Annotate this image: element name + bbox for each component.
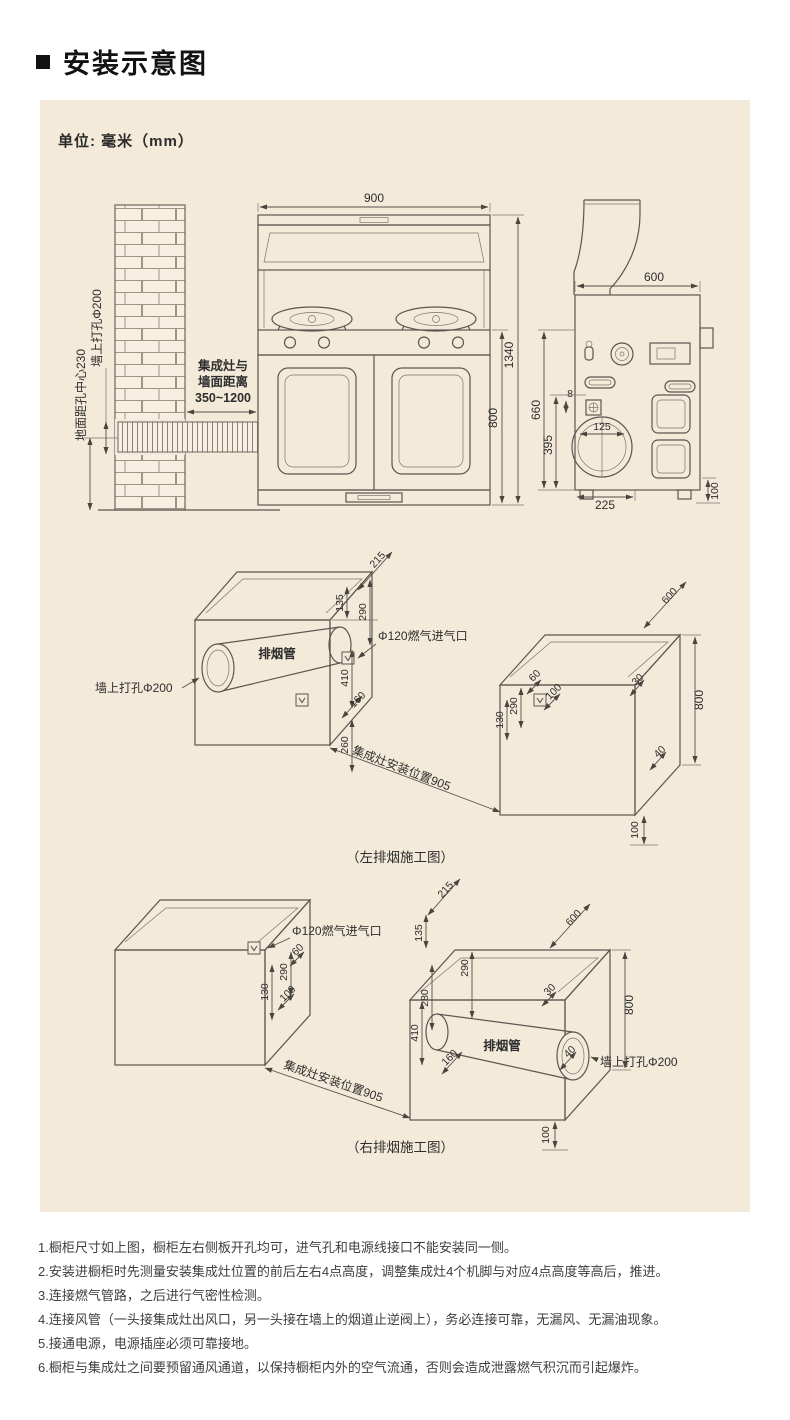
side-view-dimensions: 600 8 660 395 225 100	[529, 270, 721, 512]
dim-side-100: 100	[709, 482, 721, 500]
dim-p100: 100	[277, 983, 298, 1004]
note-line-2: 2.安装进橱柜时先测量安装集成灶位置的前后左右4点高度，调整集成灶4个机脚与对应…	[38, 1264, 669, 1279]
stove-position-box	[498, 633, 682, 817]
note-line-3: 3.连接燃气管路，之后进行气密性检测。	[38, 1288, 270, 1303]
dim-fan-diameter: 125	[593, 421, 611, 433]
note-line-1: 1.橱柜尺寸如上图，橱柜左右侧板开孔均可，进气孔和电源线接口不能安装同一侧。	[38, 1240, 517, 1255]
dim-l410: 410	[339, 669, 351, 687]
dim-q600: 600	[563, 907, 584, 928]
dim-p290: 290	[278, 963, 290, 981]
pipe-label: 排烟管	[258, 646, 296, 661]
dim-r800: 800	[692, 690, 706, 710]
dim-r60: 60	[527, 667, 544, 684]
wall-dimensions: 地面距孔中心230 墙上打孔Φ200	[73, 289, 118, 511]
left-diagram-caption: （左排烟施工图）	[346, 850, 454, 865]
dim-front-width: 900	[364, 191, 384, 205]
plain-box-dimensions: 60 290 130 100	[259, 941, 307, 1021]
dim-floor-to-hole: 地面距孔中心230	[73, 349, 88, 441]
side-view: 125	[571, 199, 714, 500]
wall-exhaust-duct	[117, 421, 259, 453]
wall-hole-label: 墙上打孔Φ200	[600, 1055, 678, 1069]
note-line-6: 6.橱柜与集成灶之间要预留通风通道，以保持橱柜内外的空气流通，否则会造成泄露燃气…	[38, 1360, 647, 1375]
right-exhaust-diagram: Φ120燃气进气口 60 290 130 100 集成灶安装位置905	[113, 878, 678, 1155]
stove-position-label: 集成灶安装位置905	[282, 1057, 386, 1105]
dim-l290: 290	[357, 603, 369, 621]
dim-p130: 130	[259, 983, 271, 1001]
page-title: 安装示意图	[63, 49, 208, 79]
wall-hole-label: 墙上打孔Φ200	[95, 681, 173, 695]
page-header: 安装示意图	[36, 42, 208, 81]
unit-label: 单位: 毫米（mm）	[58, 133, 194, 150]
dim-front-height-body: 800	[486, 408, 500, 428]
dim-q280: 280	[419, 989, 431, 1007]
dim-r600: 600	[659, 585, 680, 606]
note-line-4: 4.连接风管（一头接集成灶出风口，另一头接在墙上的烟道止逆阀上），务必连接可靠，…	[38, 1312, 667, 1327]
gas-inlet	[585, 399, 602, 416]
burner-right	[395, 306, 477, 332]
dim-side-225: 225	[595, 498, 615, 512]
dim-p60: 60	[290, 941, 307, 958]
dim-r130: 130	[494, 711, 506, 729]
dim-q30: 30	[542, 981, 559, 998]
dim-l135: 135	[334, 594, 346, 612]
stove-position-label: 集成灶安装位置905	[350, 742, 453, 793]
dim-q135: 135	[413, 924, 425, 942]
wall-distance-note: 集成灶与 墙面距离 350~1200	[186, 358, 257, 415]
installation-drawing: 地面距孔中心230 墙上打孔Φ200 集成灶与 墙面距离 350~1200	[73, 191, 721, 1155]
control-knobs	[283, 336, 465, 349]
left-cabinet-dimensions: 215 135 290 Φ120燃气进气口 410 160 260	[332, 549, 468, 773]
inlet-mark-icon	[247, 941, 261, 955]
gas-inlet-label: Φ120燃气进气口	[292, 923, 382, 938]
dim-r100b: 100	[629, 821, 641, 839]
stove-position-dimensions: 60 100 290 130 600 800 30 40 100	[494, 581, 706, 846]
dim-q800: 800	[622, 995, 636, 1015]
dim-r290: 290	[508, 697, 520, 715]
dim-side-395: 395	[541, 435, 555, 455]
left-exhaust-diagram: 排烟管 墙上打孔Φ200 215 135 290 Φ120燃气进气口 410 1…	[95, 549, 706, 865]
brick-wall	[98, 204, 280, 511]
dim-side-660: 660	[529, 400, 543, 420]
dim-l260: 260	[339, 736, 351, 754]
dim-r40: 40	[652, 743, 669, 760]
exhaust-fan: 125	[571, 416, 633, 478]
diagram-panel: 单位: 毫米（mm）	[40, 100, 750, 1212]
note-line-5: 5.接通电源，电源插座必须可靠接地。	[38, 1336, 257, 1351]
cabinet-box-plain	[113, 898, 312, 1067]
dim-wall-hole: 墙上打孔Φ200	[90, 289, 104, 367]
gap-note-line2: 墙面距离	[198, 374, 248, 389]
front-view-dimensions: 900 800 1340	[257, 191, 524, 506]
gas-inlet-label: Φ120燃气进气口	[378, 628, 468, 643]
gap-note-line1: 集成灶与	[197, 358, 248, 373]
exhaust-pipe	[201, 626, 352, 693]
dim-q215: 215	[435, 879, 456, 900]
dim-q100: 100	[540, 1126, 552, 1144]
installation-notes: 1.橱柜尺寸如上图，橱柜左右侧板开孔均可，进气孔和电源线接口不能安装同一侧。 2…	[38, 1236, 762, 1380]
dim-inlet-offset: 8	[567, 388, 573, 400]
dim-side-depth: 600	[644, 270, 664, 284]
burner-left	[271, 306, 353, 332]
right-diagram-caption: （右排烟施工图）	[346, 1140, 454, 1155]
dim-l160: 160	[347, 689, 368, 710]
front-view	[257, 214, 491, 506]
title-bullet-icon	[36, 54, 50, 69]
dim-q160: 160	[439, 1047, 460, 1068]
dim-front-height-total: 1340	[502, 341, 516, 368]
gap-note-line3: 350~1200	[195, 391, 251, 405]
valve-mark-icon	[295, 693, 309, 707]
dim-q290: 290	[459, 959, 471, 977]
pipe-label: 排烟管	[483, 1038, 521, 1053]
dim-q410: 410	[409, 1024, 421, 1042]
dim-l215: 215	[367, 549, 388, 570]
